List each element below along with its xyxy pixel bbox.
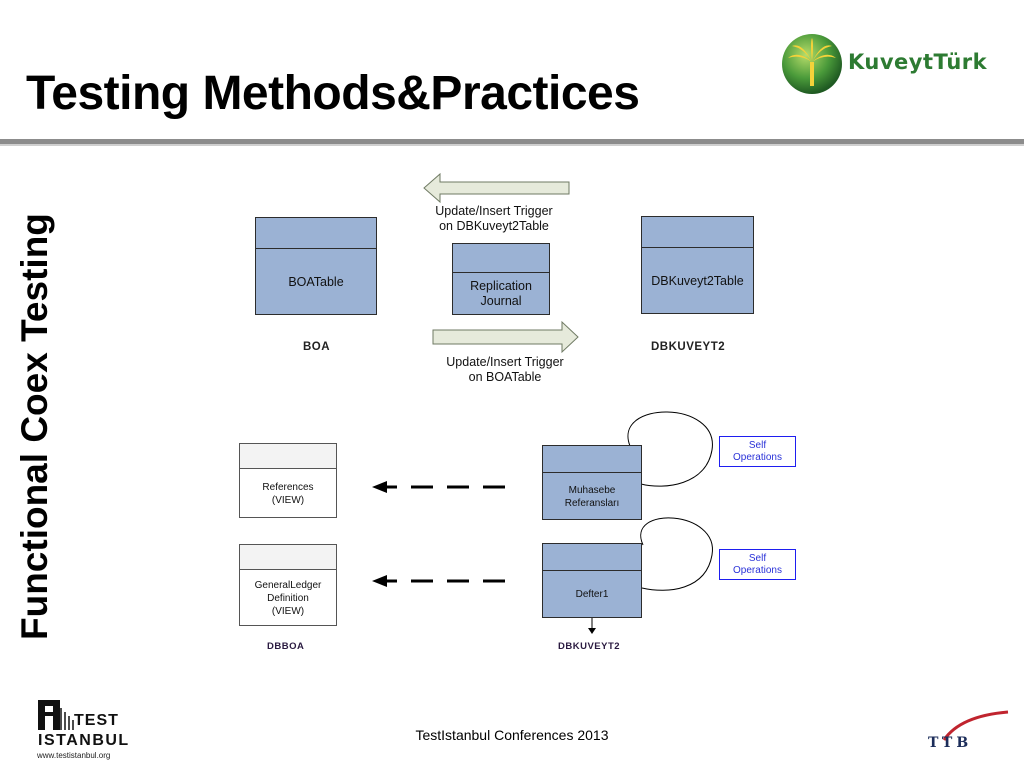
testistanbul-bridge-logo-icon (38, 700, 74, 730)
boa-table-label: BOATable (288, 274, 344, 289)
dashed-arrow-references (372, 481, 505, 493)
testistanbul-logo-istanbul: ISTANBUL (38, 732, 130, 749)
general-ledger-line-2: Definition (267, 592, 309, 604)
dbkuveyt2-bottom-label: DBKUVEYT2 (558, 641, 621, 652)
general-ledger-view: GeneralLedger Definition (VIEW) (239, 544, 337, 626)
self-loop-defter (640, 517, 713, 591)
dbkuveyt2-table-label: DBKuveyt2Table (651, 273, 744, 288)
defter1-label: Defter1 (575, 589, 609, 600)
defter1-table: Defter1 (542, 543, 642, 618)
arrow-left-trigger (423, 172, 570, 204)
kuveyt-palm-logo-icon (782, 34, 842, 94)
general-ledger-line-1: GeneralLedger (254, 579, 322, 591)
replication-line-1: Replication (470, 279, 532, 293)
trigger-top-line-2: on DBKuveyt2Table (439, 219, 549, 233)
dashed-arrow-general-ledger (372, 575, 505, 587)
references-line-2: (VIEW) (271, 494, 305, 506)
self-operations-box-1: Self Operations (719, 436, 796, 467)
title-divider (0, 139, 1024, 144)
general-ledger-line-3: (VIEW) (271, 605, 305, 617)
testistanbul-url: www.testistanbul.org (37, 751, 111, 760)
dbkuveyt2-table: DBKuveyt2Table (641, 216, 754, 314)
self-op-2-line-2: Operations (733, 564, 782, 576)
dbkuveyt2-label: DBKUVEYT2 (651, 341, 726, 353)
title-divider-shadow (0, 144, 1024, 146)
trigger-bottom-text: Update/Insert Trigger on BOATable (435, 355, 575, 385)
self-op-1-line-2: Operations (733, 451, 782, 463)
self-loop-muhasebe (627, 411, 713, 487)
kuveyt-logo-text: KuveytTürk (848, 50, 988, 74)
boa-label: BOA (303, 341, 331, 353)
references-view: References (VIEW) (239, 443, 337, 518)
self-op-2-line-1: Self (748, 552, 767, 564)
self-operations-box-2: Self Operations (719, 549, 796, 580)
boa-table: BOATable (255, 217, 377, 315)
testistanbul-logo-test: TEST (74, 712, 119, 729)
self-op-1-line-1: Self (748, 439, 767, 451)
footer-text: TestIstanbul Conferences 2013 (415, 727, 609, 743)
muhasebe-referanslari-table: Muhasebe Referansları (542, 445, 642, 520)
dbboa-label: DBBOA (267, 641, 305, 652)
muhasebe-line-1: Muhasebe (568, 484, 616, 496)
trigger-bottom-line-1: Update/Insert Trigger (446, 355, 564, 369)
references-line-1: References (262, 481, 314, 493)
slide-title: Testing Methods&Practices (26, 67, 640, 120)
ttb-swoosh-logo-icon (942, 710, 1009, 741)
trigger-top-line-1: Update/Insert Trigger (435, 204, 553, 218)
replication-line-2: Journal (480, 294, 522, 308)
arrow-right-trigger (432, 320, 579, 354)
replication-journal-table: Replication Journal (452, 243, 550, 315)
ttb-logo-text: TTB (928, 735, 973, 751)
trigger-bottom-line-2: on BOATable (468, 370, 542, 384)
trigger-top-text: Update/Insert Trigger on DBKuveyt2Table (424, 204, 564, 234)
muhasebe-line-2: Referansları (564, 497, 620, 509)
